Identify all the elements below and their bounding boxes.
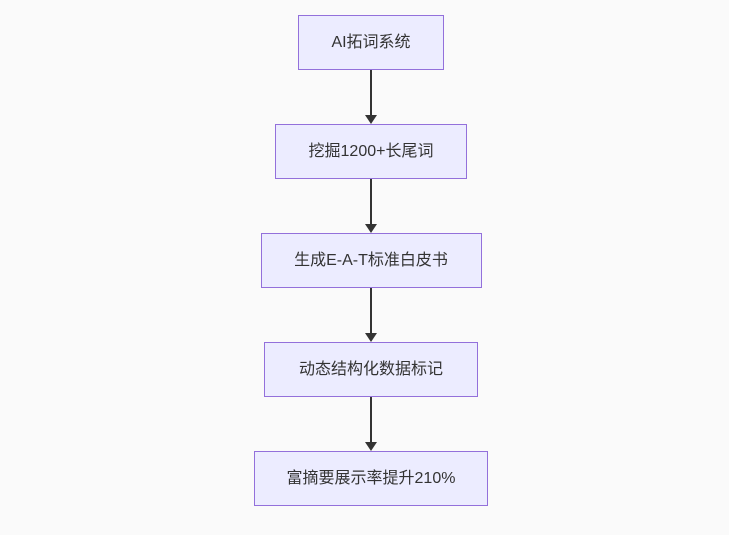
flow-arrow-1 — [365, 70, 377, 124]
arrowhead-down-icon — [365, 442, 377, 451]
arrow-line — [370, 288, 372, 334]
arrow-line — [370, 179, 372, 225]
flow-node-ai-keyword-system: AI拓词系统 — [298, 15, 444, 70]
arrow-line — [370, 397, 372, 443]
flow-arrow-3 — [365, 288, 377, 342]
arrowhead-down-icon — [365, 224, 377, 233]
flow-arrow-4 — [365, 397, 377, 451]
flow-arrow-2 — [365, 179, 377, 233]
flow-node-label: 动态结构化数据标记 — [298, 360, 443, 378]
flowchart-column: AI拓词系统 挖掘1200+长尾词 生成E-A-T标准白皮书 动态结构化数据标记 — [254, 15, 488, 506]
flow-node-label: 生成E-A-T标准白皮书 — [294, 251, 448, 269]
flow-node-longtail-mining: 挖掘1200+长尾词 — [275, 124, 467, 179]
arrow-line — [370, 70, 372, 116]
flow-node-label: 富摘要展示率提升210% — [286, 469, 456, 487]
flow-node-structured-data-markup: 动态结构化数据标记 — [264, 342, 478, 397]
flow-node-label: 挖掘1200+长尾词 — [308, 142, 434, 160]
flow-node-eat-whitepaper: 生成E-A-T标准白皮书 — [260, 233, 482, 288]
flow-node-label: AI拓词系统 — [331, 33, 411, 51]
flow-node-rich-snippet-result: 富摘要展示率提升210% — [254, 451, 488, 506]
arrowhead-down-icon — [365, 115, 377, 124]
arrowhead-down-icon — [365, 333, 377, 342]
